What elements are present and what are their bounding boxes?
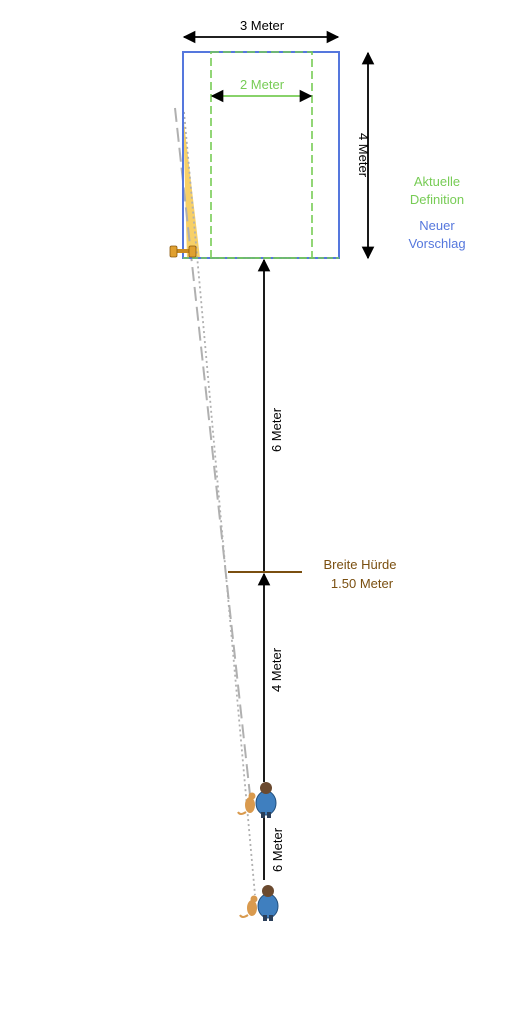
depth-label: 4 Meter (356, 133, 371, 178)
dog-icon (237, 792, 256, 815)
dumbbell-icon (169, 245, 197, 258)
hurdle-label-line1: Breite Hürde (324, 557, 397, 572)
sight-line-dashed (174, 107, 251, 796)
width-inner-label: 2 Meter (240, 77, 285, 92)
run-lower-label: 6 Meter (270, 827, 285, 872)
sight-lines (174, 107, 256, 896)
legend-new-line1: Neuer (419, 218, 455, 233)
hurdle-label-line2: 1.50 Meter (331, 576, 394, 591)
legend-new-line2: Vorschlag (408, 236, 465, 251)
person-icon (257, 885, 279, 921)
run-upper-label: 6 Meter (269, 407, 284, 452)
person-icon (255, 782, 277, 818)
width-total-label: 3 Meter (240, 18, 285, 33)
angle-wedge (183, 114, 200, 258)
run-middle-label: 4 Meter (269, 647, 284, 692)
legend-current-line1: Aktuelle (414, 174, 460, 189)
sight-line-dotted (183, 111, 256, 896)
legend-current-line2: Definition (410, 192, 464, 207)
dog-icon (239, 895, 258, 918)
current-definition-box (210, 51, 313, 259)
